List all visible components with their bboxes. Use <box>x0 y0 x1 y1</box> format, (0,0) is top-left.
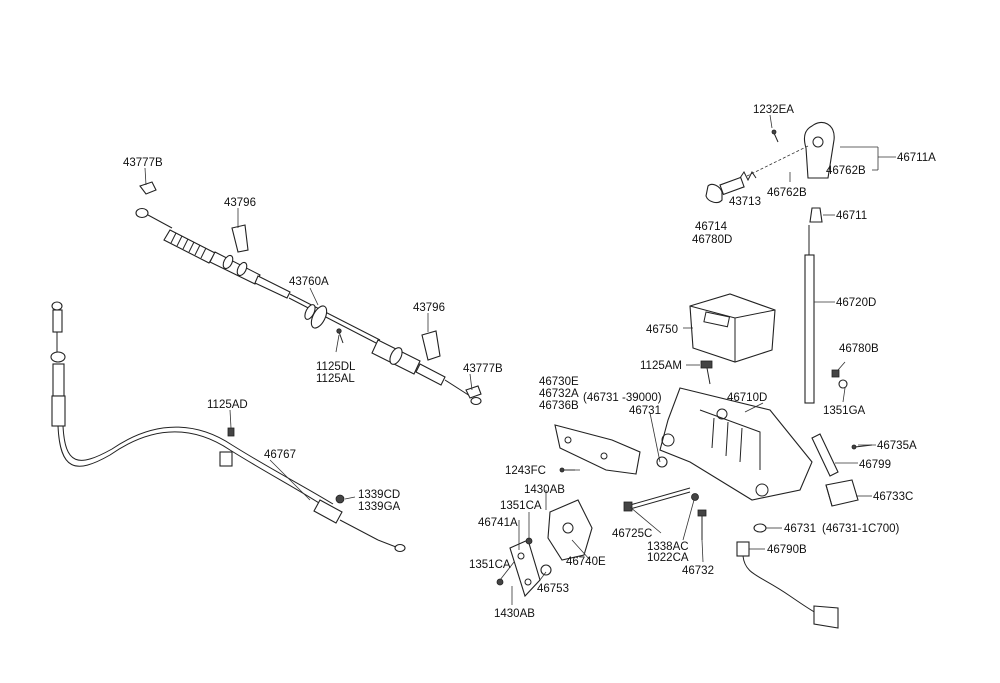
label-46733C: 46733C <box>873 491 913 503</box>
label-46731-upper: 46731 <box>629 405 661 417</box>
part-number-labels: 1232EA 46711A 46762B 46762B 43713 46714 … <box>123 104 936 620</box>
label-46720D: 46720D <box>836 297 876 309</box>
label-46799: 46799 <box>859 459 891 471</box>
label-1125AD: 1125AD <box>207 399 248 411</box>
label-46711: 46711 <box>836 210 867 222</box>
label-46762B-pin: 46762B <box>767 187 807 199</box>
label-1338AC: 1338AC <box>647 541 689 553</box>
label-1351CA-bottom: 1351CA <box>469 559 511 571</box>
label-1339GA: 1339GA <box>358 501 401 513</box>
label-43760A: 43760A <box>289 276 329 288</box>
label-46740E: 46740E <box>566 556 606 568</box>
label-1125AM: 1125AM <box>640 360 682 372</box>
shift-cable-assembly <box>50 301 406 553</box>
label-1125AL: 1125AL <box>316 373 355 385</box>
label-46731-39000: (46731 -39000) <box>583 392 662 404</box>
label-43796-lower: 43796 <box>413 302 445 314</box>
label-46732A: 46732A <box>539 388 579 400</box>
select-cable-assembly <box>135 181 482 406</box>
label-46731-lower: 46731 <box>784 523 816 535</box>
label-1339CD: 1339CD <box>358 489 400 501</box>
leader-lines <box>144 114 896 605</box>
label-46710D: 46710D <box>727 392 767 404</box>
shift-lever-assembly <box>496 122 873 629</box>
label-1232EA: 1232EA <box>753 104 794 116</box>
label-1351GA: 1351GA <box>823 405 866 417</box>
label-1022CA: 1022CA <box>647 552 689 564</box>
label-46750: 46750 <box>646 324 678 336</box>
label-46725C: 46725C <box>612 528 652 540</box>
label-46780B: 46780B <box>839 343 879 355</box>
label-46790B: 46790B <box>767 544 807 556</box>
label-1243FC: 1243FC <box>505 465 546 477</box>
label-46762B-knob: 46762B <box>826 165 866 177</box>
label-46767: 46767 <box>264 449 296 461</box>
label-43777B-top: 43777B <box>123 157 163 169</box>
label-1125DL: 1125DL <box>316 361 356 373</box>
label-46731-1C700: (46731-1C700) <box>822 523 900 535</box>
label-46753: 46753 <box>537 583 569 595</box>
label-46780D: 46780D <box>692 234 732 246</box>
label-46730E: 46730E <box>539 376 579 388</box>
label-43713: 43713 <box>729 196 761 208</box>
label-43777B-bottom: 43777B <box>463 363 503 375</box>
label-1430AB-top: 1430AB <box>524 484 565 496</box>
label-43796-top: 43796 <box>224 197 256 209</box>
label-46732: 46732 <box>682 565 714 577</box>
label-1351CA-top: 1351CA <box>500 500 542 512</box>
label-46711A: 46711A <box>897 152 936 164</box>
label-1430AB-bottom: 1430AB <box>494 608 535 620</box>
label-46714: 46714 <box>695 221 728 233</box>
label-46741A: 46741A <box>478 517 518 529</box>
label-46736B: 46736B <box>539 400 579 412</box>
label-46735A: 46735A <box>877 440 917 452</box>
